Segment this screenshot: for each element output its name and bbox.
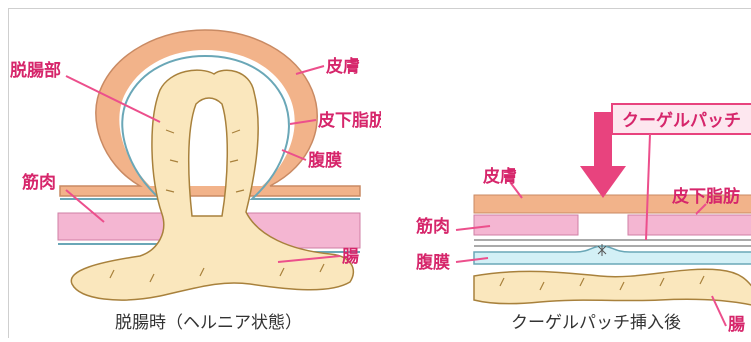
figure-frame	[8, 8, 751, 338]
